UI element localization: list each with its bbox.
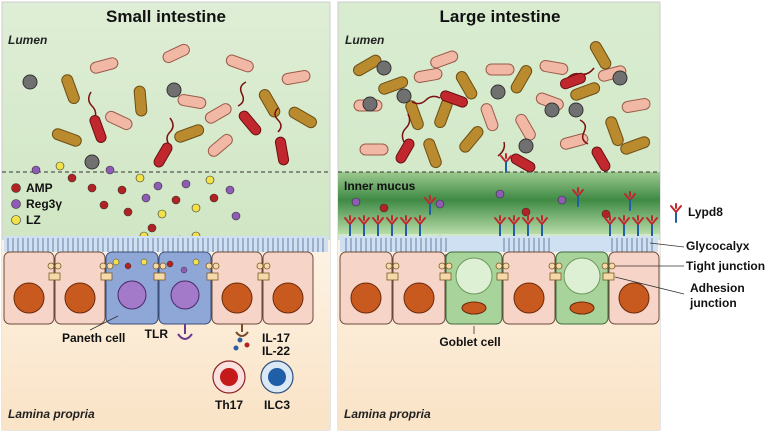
adhesion-junction-label-line2: junction xyxy=(689,296,737,310)
pink-bacterium xyxy=(225,54,254,73)
inner-mucus-label: Inner mucus xyxy=(344,179,416,193)
tight-junction-label: Tight junction xyxy=(686,259,765,273)
large-junctions xyxy=(385,262,616,281)
glycocalyx-pointer xyxy=(649,242,685,248)
pathogen-bacterium xyxy=(153,117,174,168)
pathogen-bacterium xyxy=(274,107,290,166)
large-lamina-label: Lamina propria xyxy=(344,407,431,421)
large-intestine-title: Large intestine xyxy=(440,7,561,26)
rod-bacterium xyxy=(61,74,80,105)
large-lumen-label: Lumen xyxy=(345,33,384,47)
pink-bacterium xyxy=(89,57,119,74)
pink-bacterium xyxy=(281,70,311,85)
small-microvilli xyxy=(4,236,328,252)
adhesion-junction-pointer xyxy=(614,276,685,295)
pink-bacterium xyxy=(204,103,232,124)
rod-bacterium xyxy=(51,128,82,147)
il-receptor xyxy=(235,324,249,337)
il22-label: IL-22 xyxy=(262,344,290,358)
small-epithelium xyxy=(3,251,314,325)
tlr-receptor xyxy=(177,324,193,340)
pink-bacterium xyxy=(105,110,133,131)
paneth-pointer xyxy=(89,315,119,331)
rod-bacterium xyxy=(288,106,317,129)
nucleus xyxy=(13,282,45,314)
reg3g-legend-dot xyxy=(11,199,21,209)
amp-legend-label: AMP xyxy=(26,181,53,195)
cytokine-dots xyxy=(233,337,250,351)
lypd8-label: Lypd8 xyxy=(688,205,723,219)
mucin-granule xyxy=(563,257,601,295)
ilc3-cell xyxy=(260,360,294,394)
paneth-cell-label: Paneth cell xyxy=(62,331,125,345)
pathogen-bacterium xyxy=(88,91,107,143)
paneth-nucleus xyxy=(170,280,200,310)
pathogen-bacterium xyxy=(395,113,415,164)
pathogen-bacterium xyxy=(411,90,468,108)
pathogen-bacterium xyxy=(237,81,262,136)
molecule-legend: AMP Reg3γ LZ xyxy=(11,181,62,227)
pink-bacterium xyxy=(207,133,233,157)
ilc3-label: ILC3 xyxy=(264,398,290,412)
il17-label: IL-17 xyxy=(262,331,290,345)
gray-coccus xyxy=(166,82,182,98)
rod-bacterium xyxy=(174,124,205,143)
rod-bacterium xyxy=(258,89,281,118)
glycocalyx-label: Glycocalyx xyxy=(686,239,750,253)
paneth-nucleus xyxy=(117,280,147,310)
small-junctions xyxy=(47,262,271,281)
large-intestine-panel: Large intestine Lumen xyxy=(337,1,661,431)
small-lumen-bacteria xyxy=(22,43,317,170)
nucleus xyxy=(221,282,253,314)
small-lamina-label: Lamina propria xyxy=(8,407,95,421)
goblet-cell-label: Goblet cell xyxy=(439,335,500,349)
nucleus xyxy=(272,282,304,314)
small-intestine-panel: Small intestine Lumen xyxy=(1,1,331,431)
lz-legend-dot xyxy=(11,215,21,225)
gray-coccus xyxy=(84,154,100,170)
tlr-label: TLR xyxy=(145,327,169,341)
mucin-granule xyxy=(455,257,493,295)
nucleus xyxy=(64,282,96,314)
pink-bacterium xyxy=(177,94,207,109)
large-microvilli xyxy=(340,236,658,252)
lz-legend-label: LZ xyxy=(26,213,41,227)
rod-bacterium xyxy=(133,85,148,117)
gray-coccus xyxy=(22,74,38,90)
reg3g-legend-label: Reg3γ xyxy=(26,197,62,211)
pathogen-bacterium xyxy=(559,67,595,90)
pink-bacterium xyxy=(162,43,190,64)
small-intestine-title: Small intestine xyxy=(106,7,226,26)
side-labels: Lypd8 Glycocalyx Tight junction Adhesion… xyxy=(614,203,765,310)
pathogen-bacterium xyxy=(579,119,611,172)
th17-label: Th17 xyxy=(215,398,243,412)
amp-legend-dot xyxy=(11,183,21,193)
lypd8-molecules xyxy=(344,153,658,237)
large-lumen-bacteria xyxy=(353,41,651,173)
small-lumen-label: Lumen xyxy=(8,33,47,47)
th17-cell xyxy=(212,360,246,394)
lypd8-legend-icon xyxy=(670,203,682,223)
adhesion-junction-label-line1: Adhesion xyxy=(690,281,745,295)
large-epithelium xyxy=(339,251,660,325)
